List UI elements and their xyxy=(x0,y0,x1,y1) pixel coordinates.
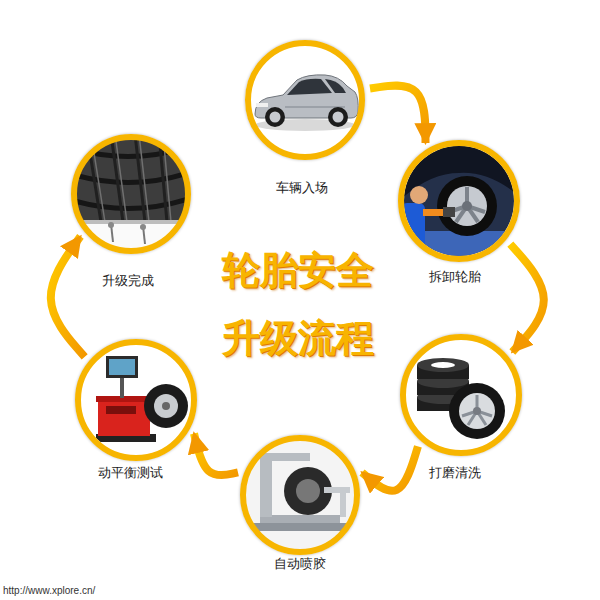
center-title: 轮胎安全 升级流程 xyxy=(213,236,383,372)
step-circle: 车辆入场 xyxy=(245,40,365,160)
watermark: http://www.xplore.cn/ xyxy=(3,585,95,597)
tread-picture xyxy=(71,134,191,254)
flow-arrow xyxy=(370,86,426,143)
flow-arrow xyxy=(510,244,543,352)
flow-arrow xyxy=(194,434,238,476)
step-label: 动平衡测试 xyxy=(98,465,163,481)
flow-arrow xyxy=(362,446,418,490)
flow-arrow xyxy=(51,236,85,357)
step-label: 升级完成 xyxy=(102,273,154,289)
step-label: 打磨清洗 xyxy=(429,465,481,481)
step-circle: 拆卸轮胎 xyxy=(398,140,520,262)
step-label: 自动喷胶 xyxy=(274,556,326,572)
spray-machine-picture xyxy=(240,435,360,555)
step-circle: 动平衡测试 xyxy=(75,339,197,461)
wheel-removal-picture xyxy=(399,141,519,261)
balancer-picture xyxy=(76,340,196,460)
step-circle: 打磨清洗 xyxy=(400,334,522,456)
step-circle: 升级完成 xyxy=(71,134,191,254)
car-picture xyxy=(245,40,365,160)
step-label: 拆卸轮胎 xyxy=(429,269,481,285)
tire-stack-picture xyxy=(401,335,521,455)
step-label: 车辆入场 xyxy=(276,180,328,196)
step-circle: 自动喷胶 xyxy=(240,435,360,555)
